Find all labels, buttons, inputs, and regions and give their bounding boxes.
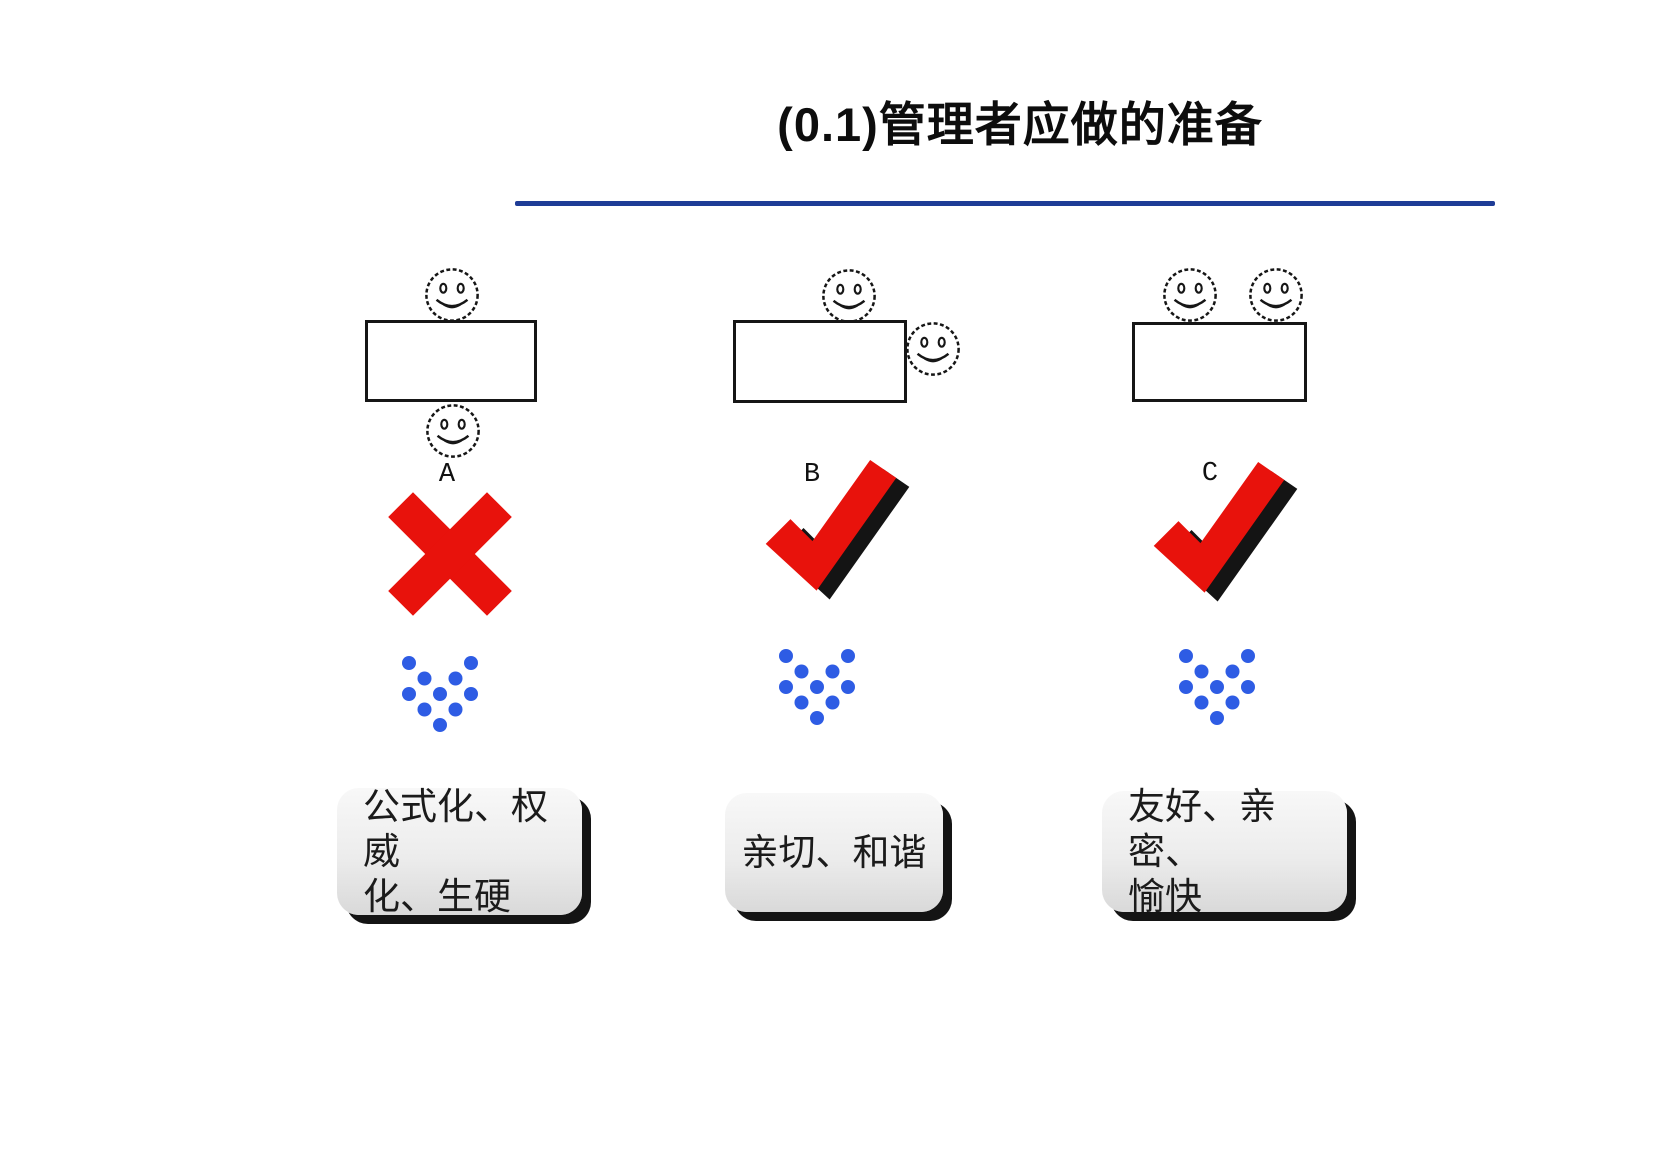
caption-text: 友好、亲密、 <box>1128 785 1276 872</box>
down-arrow-dots-icon <box>402 656 478 732</box>
page-title: (0.1)管理者应做的准备 <box>777 98 1263 151</box>
seating-option-label: C <box>1201 459 1219 489</box>
cross-mark-icon <box>385 489 515 619</box>
meeting-table <box>1132 322 1307 402</box>
caption-box: 友好、亲密、 愉快 <box>1102 786 1347 917</box>
caption-text: 公式化、权威 <box>363 785 548 872</box>
down-arrow-dots-icon <box>1179 649 1255 725</box>
caption-text: 愉快 <box>1128 876 1202 918</box>
check-mark-icon <box>765 460 910 600</box>
caption-box: 公式化、权威 化、生硬 <box>337 786 582 917</box>
seating-option-label: B <box>803 460 821 490</box>
smiley-face-icon <box>906 322 960 376</box>
smiley-face-icon <box>425 268 479 322</box>
down-arrow-dots-icon <box>779 649 855 725</box>
meeting-table <box>733 320 907 403</box>
caption-text: 亲切、和谐 <box>741 831 927 873</box>
smiley-face-icon <box>1249 268 1303 322</box>
title-divider-line <box>515 201 1495 206</box>
caption-box: 亲切、和谐 <box>725 793 943 912</box>
meeting-table <box>365 320 537 402</box>
check-mark-icon <box>1153 462 1298 602</box>
smiley-face-icon <box>1163 268 1217 322</box>
smiley-face-icon <box>426 404 480 458</box>
smiley-face-icon <box>822 269 876 323</box>
seating-option-label: A <box>438 460 456 490</box>
caption-text: 化、生硬 <box>363 876 511 918</box>
